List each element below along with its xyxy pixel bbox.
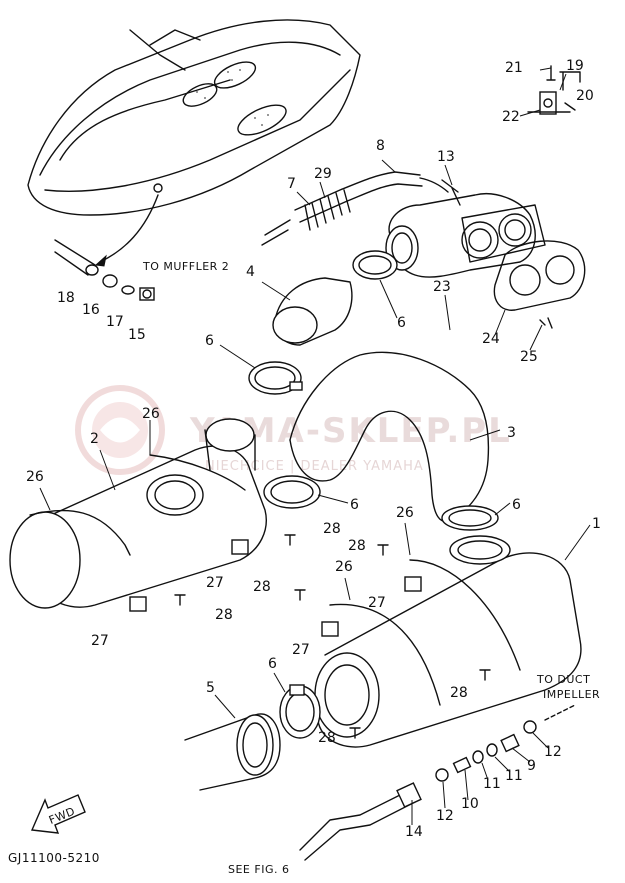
- part-label: 5: [206, 680, 215, 696]
- clamp-6-bottom: [279, 684, 321, 739]
- part-label: 17: [106, 314, 124, 330]
- part-label: 28: [450, 685, 468, 701]
- part-label: 28: [348, 538, 366, 554]
- part-label: 19: [566, 58, 584, 74]
- part-label: 26: [142, 406, 160, 422]
- exhaust-pipe-5: [184, 713, 281, 791]
- part-label: 10: [461, 796, 479, 812]
- part-label: 11: [505, 768, 523, 784]
- mount-point-icon: [153, 183, 163, 193]
- watercraft-drawing: [27, 19, 361, 267]
- exhaust-manifold-23: [385, 193, 546, 278]
- fitting-group-15-18: [54, 239, 155, 301]
- part-label: 24: [482, 331, 500, 347]
- part-label: 27: [368, 595, 386, 611]
- note-to-muffler-2: TO MUFFLER 2: [142, 260, 229, 273]
- muffler-1: [314, 535, 582, 748]
- seat-texture: [196, 69, 269, 126]
- part-label: 16: [82, 302, 100, 318]
- part-label: 12: [436, 808, 454, 824]
- part-label: 28: [253, 579, 271, 595]
- part-label: 13: [437, 149, 455, 165]
- part-label: 20: [576, 88, 594, 104]
- part-label: 28: [215, 607, 233, 623]
- part-label: 26: [396, 505, 414, 521]
- leader-arrow: [99, 194, 159, 263]
- part-label: 3: [507, 425, 516, 441]
- fittings-9-12: [435, 704, 576, 782]
- part-label: 9: [527, 758, 536, 774]
- part-label: 21: [505, 60, 523, 76]
- part-label: 28: [323, 521, 341, 537]
- part-label: 6: [205, 333, 214, 349]
- part-label: 18: [57, 290, 75, 306]
- hose-14: [299, 782, 422, 861]
- part-labels: 1 2 3 4 5 6 6 6 6 6 7 8 9 10 11 11 12 12…: [26, 58, 601, 840]
- fwd-arrow-icon: FWD: [30, 794, 86, 834]
- exhaust-pipe-3: [289, 351, 490, 522]
- part-label: 28: [318, 730, 336, 746]
- part-label: 6: [397, 315, 406, 331]
- part-label: 11: [483, 776, 501, 792]
- part-label: 1: [592, 516, 601, 532]
- exhaust-gasket-24: [493, 240, 586, 329]
- part-label: 27: [206, 575, 224, 591]
- part-label: 29: [314, 166, 332, 182]
- part-label: 22: [502, 109, 520, 125]
- brackets-and-screws: [129, 534, 491, 739]
- part-label: 8: [376, 138, 385, 154]
- part-label: 12: [544, 744, 562, 760]
- clamp-kit-19-22: [527, 65, 581, 115]
- watermark-subtitle: NIECHCICE | DEALER YAMAHA: [205, 459, 424, 474]
- rubber-elbow-4: [272, 277, 353, 346]
- leader-lines: [39, 67, 591, 825]
- note-impeller: IMPELLER: [543, 688, 600, 701]
- watermark: YAMA-SKLEP.PL NIECHCICE | DEALER YAMAHA: [75, 385, 510, 475]
- part-label: 23: [433, 279, 451, 295]
- part-label: 2: [90, 431, 99, 447]
- note-see-fig: SEE FIG. 6: [228, 863, 289, 876]
- part-label: 4: [246, 264, 255, 280]
- clamp-6-top: [352, 250, 398, 280]
- part-label: 6: [350, 497, 359, 513]
- part-label: 26: [335, 559, 353, 575]
- part-label: 14: [405, 824, 423, 840]
- part-label: 15: [128, 327, 146, 343]
- part-label: 25: [520, 349, 538, 365]
- part-label: 7: [287, 176, 296, 192]
- part-label: 27: [292, 642, 310, 658]
- part-label: 26: [26, 469, 44, 485]
- note-to-duct: TO DUCT: [536, 673, 590, 686]
- part-label: 6: [512, 497, 521, 513]
- muffler-2: [9, 418, 267, 609]
- clamp-6-lower: [263, 475, 321, 509]
- part-label: 6: [268, 656, 277, 672]
- watermark-logo-icon: [75, 385, 165, 475]
- clamp-6-right: [441, 505, 499, 531]
- part-label: 27: [91, 633, 109, 649]
- drawing-code: GJ11100-5210: [8, 851, 100, 865]
- clamp-6-middle: [248, 361, 303, 395]
